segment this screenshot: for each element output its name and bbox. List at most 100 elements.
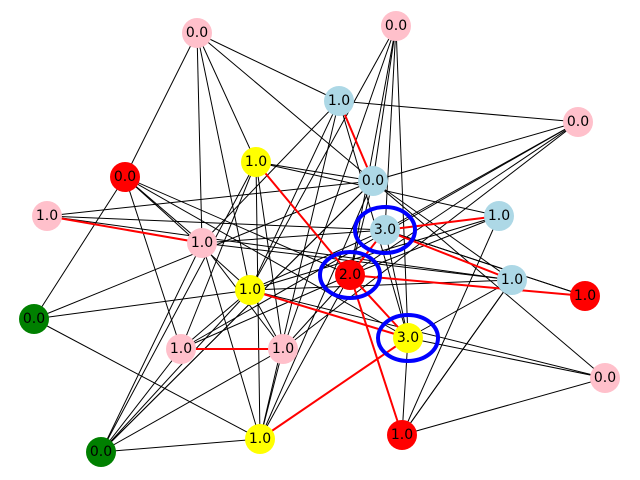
graph-node: 1.0 [32,201,62,231]
node-circle [235,275,265,305]
graph-node: 3.0 [370,215,400,245]
node-circle [590,363,620,393]
node-label: 0.0 [114,169,136,185]
graph-node: 1.0 [570,281,600,311]
node-label: 1.0 [170,341,192,357]
highlighted-edge [384,229,513,281]
node-circle [19,304,49,334]
node-circle [381,11,411,41]
node-label: 0.0 [23,311,45,327]
edge [124,176,251,291]
graph-node: 3.0 [393,323,423,353]
graph-node: 0.0 [590,363,620,393]
node-circle [324,86,354,116]
highlight-rings-layer [318,205,440,363]
graph-node: 1.0 [241,147,271,177]
node-circle [241,147,271,177]
edge [249,25,397,291]
node-circle [563,107,593,137]
graph-node: 0.0 [358,166,388,196]
node-label: 0.0 [186,25,208,41]
node-label: 1.0 [328,93,350,109]
node-label: 1.0 [191,235,213,251]
edge [33,318,261,440]
node-label: 0.0 [362,173,384,189]
edge [401,377,606,436]
edge [384,25,397,231]
node-circle [32,201,62,231]
node-label: 2.0 [339,267,361,283]
graph-node: 1.0 [245,424,275,454]
node-circle [393,323,423,353]
edge [196,32,340,102]
node-label: 0.0 [594,370,616,386]
edge [407,337,606,379]
node-circle [497,265,527,295]
graph-node: 1.0 [187,228,217,258]
graph-node: 0.0 [182,18,212,48]
graph-node: 1.0 [497,265,527,295]
edge [46,215,386,231]
edge [401,337,409,436]
node-circle [484,201,514,231]
node-label: 1.0 [488,208,510,224]
edge [100,242,203,453]
highlighted-edge [384,215,500,231]
graph-node: 2.0 [335,260,365,290]
highlight-ring [376,313,440,363]
node-label: 1.0 [574,288,596,304]
edge [124,32,198,178]
edge [100,289,251,453]
node-label: 1.0 [391,427,413,443]
node-circle [245,424,275,454]
edge [259,274,351,440]
edge [100,180,374,453]
edge [180,289,251,350]
edge [124,176,351,276]
node-circle [370,215,400,245]
edge [372,180,606,379]
edge [201,242,261,440]
node-circle [358,166,388,196]
graph-node: 1.0 [484,201,514,231]
graph-node: 1.0 [268,334,298,364]
edge [372,121,579,182]
edge [372,180,513,281]
edge [196,32,257,163]
graph-node: 0.0 [86,437,116,467]
edge [338,100,409,339]
edge [384,229,586,297]
edge [249,229,386,291]
edge [282,25,397,350]
graph-node: 0.0 [563,107,593,137]
edge [249,100,340,291]
highlighted-edge [259,337,409,440]
edge [282,274,351,350]
edge [100,438,261,453]
highlighted-edge [46,215,203,244]
node-label: 0.0 [385,18,407,34]
edge [46,180,374,217]
edge [33,289,251,320]
graph-node: 0.0 [110,162,140,192]
node-circle [187,228,217,258]
highlighted-edge [349,274,403,436]
edge [401,279,513,436]
node-circle [570,281,600,311]
edge [255,161,374,182]
edges-layer [33,25,606,453]
node-label: 0.0 [90,444,112,460]
edge [46,215,513,281]
node-label: 1.0 [36,208,58,224]
edge [196,32,203,244]
edge [33,176,126,320]
node-circle [335,260,365,290]
graph-node: 1.0 [235,275,265,305]
edge [249,289,606,379]
edge [395,25,409,339]
node-label: 0.0 [567,114,589,130]
edge [282,121,579,350]
edge [338,100,579,123]
edge [259,100,340,440]
